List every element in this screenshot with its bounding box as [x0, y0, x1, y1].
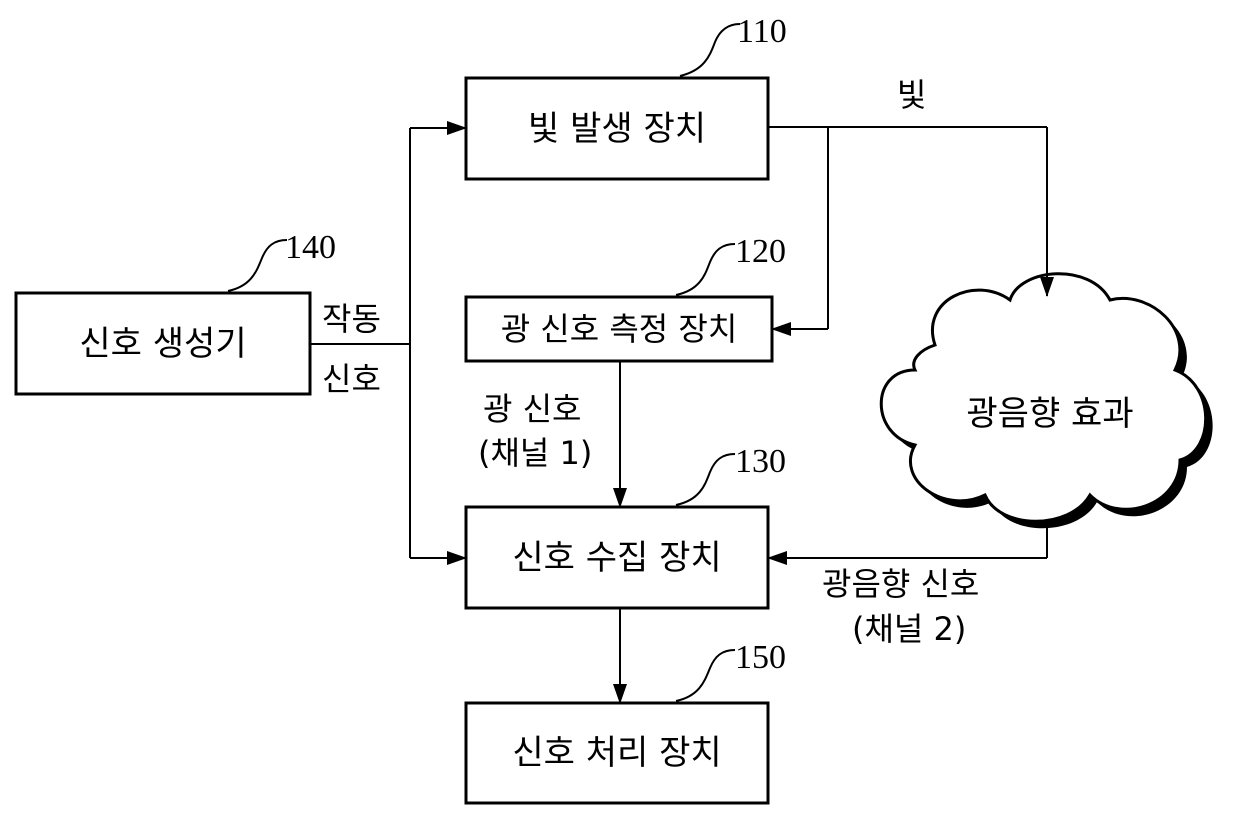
signal-processor-box: 신호 처리 장치: [466, 703, 768, 803]
ref-150: 150: [676, 639, 786, 701]
ref-140: 140: [228, 229, 336, 291]
ref-130-label: 130: [735, 443, 786, 480]
photoacoustic-signal-label-line1: 광음향 신호: [822, 565, 979, 603]
signal-generator-box: 신호 생성기: [16, 293, 310, 394]
optical-measurement-box: 광 신호 측정 장치: [466, 297, 772, 361]
trigger-label-line2: 신호: [322, 360, 381, 398]
ref-120-label: 120: [735, 233, 786, 270]
signal-collector-label: 신호 수집 장치: [512, 538, 721, 578]
ref-110: 110: [680, 13, 787, 76]
photoacoustic-cloud: 광음향 효과: [881, 274, 1212, 529]
signal-generator-label: 신호 생성기: [79, 324, 246, 364]
trigger-label-line1: 작동: [322, 300, 381, 338]
photoacoustic-signal-connector: [768, 522, 1047, 558]
photoacoustic-label: 광음향 효과: [966, 394, 1133, 434]
optical-measurement-label: 광 신호 측정 장치: [501, 310, 738, 348]
optical-signal-label-line1: 광 신호: [483, 390, 582, 428]
optical-signal-label-line2: (채널 1): [478, 434, 592, 472]
ref-120: 120: [676, 233, 786, 295]
photoacoustic-signal-label-line2: (채널 2): [852, 610, 966, 648]
ref-150-label: 150: [735, 639, 786, 676]
signal-collector-box: 신호 수집 장치: [466, 507, 768, 608]
ref-110-label: 110: [737, 13, 787, 50]
light-generation-box: 빛 발생 장치: [466, 78, 768, 179]
ref-140-label: 140: [285, 229, 336, 266]
ref-130: 130: [676, 443, 786, 505]
light-generation-label: 빛 발생 장치: [528, 109, 706, 149]
trigger-signal-connector: [310, 128, 466, 558]
signal-processor-label: 신호 처리 장치: [512, 733, 721, 773]
light-label: 빛: [897, 76, 926, 114]
